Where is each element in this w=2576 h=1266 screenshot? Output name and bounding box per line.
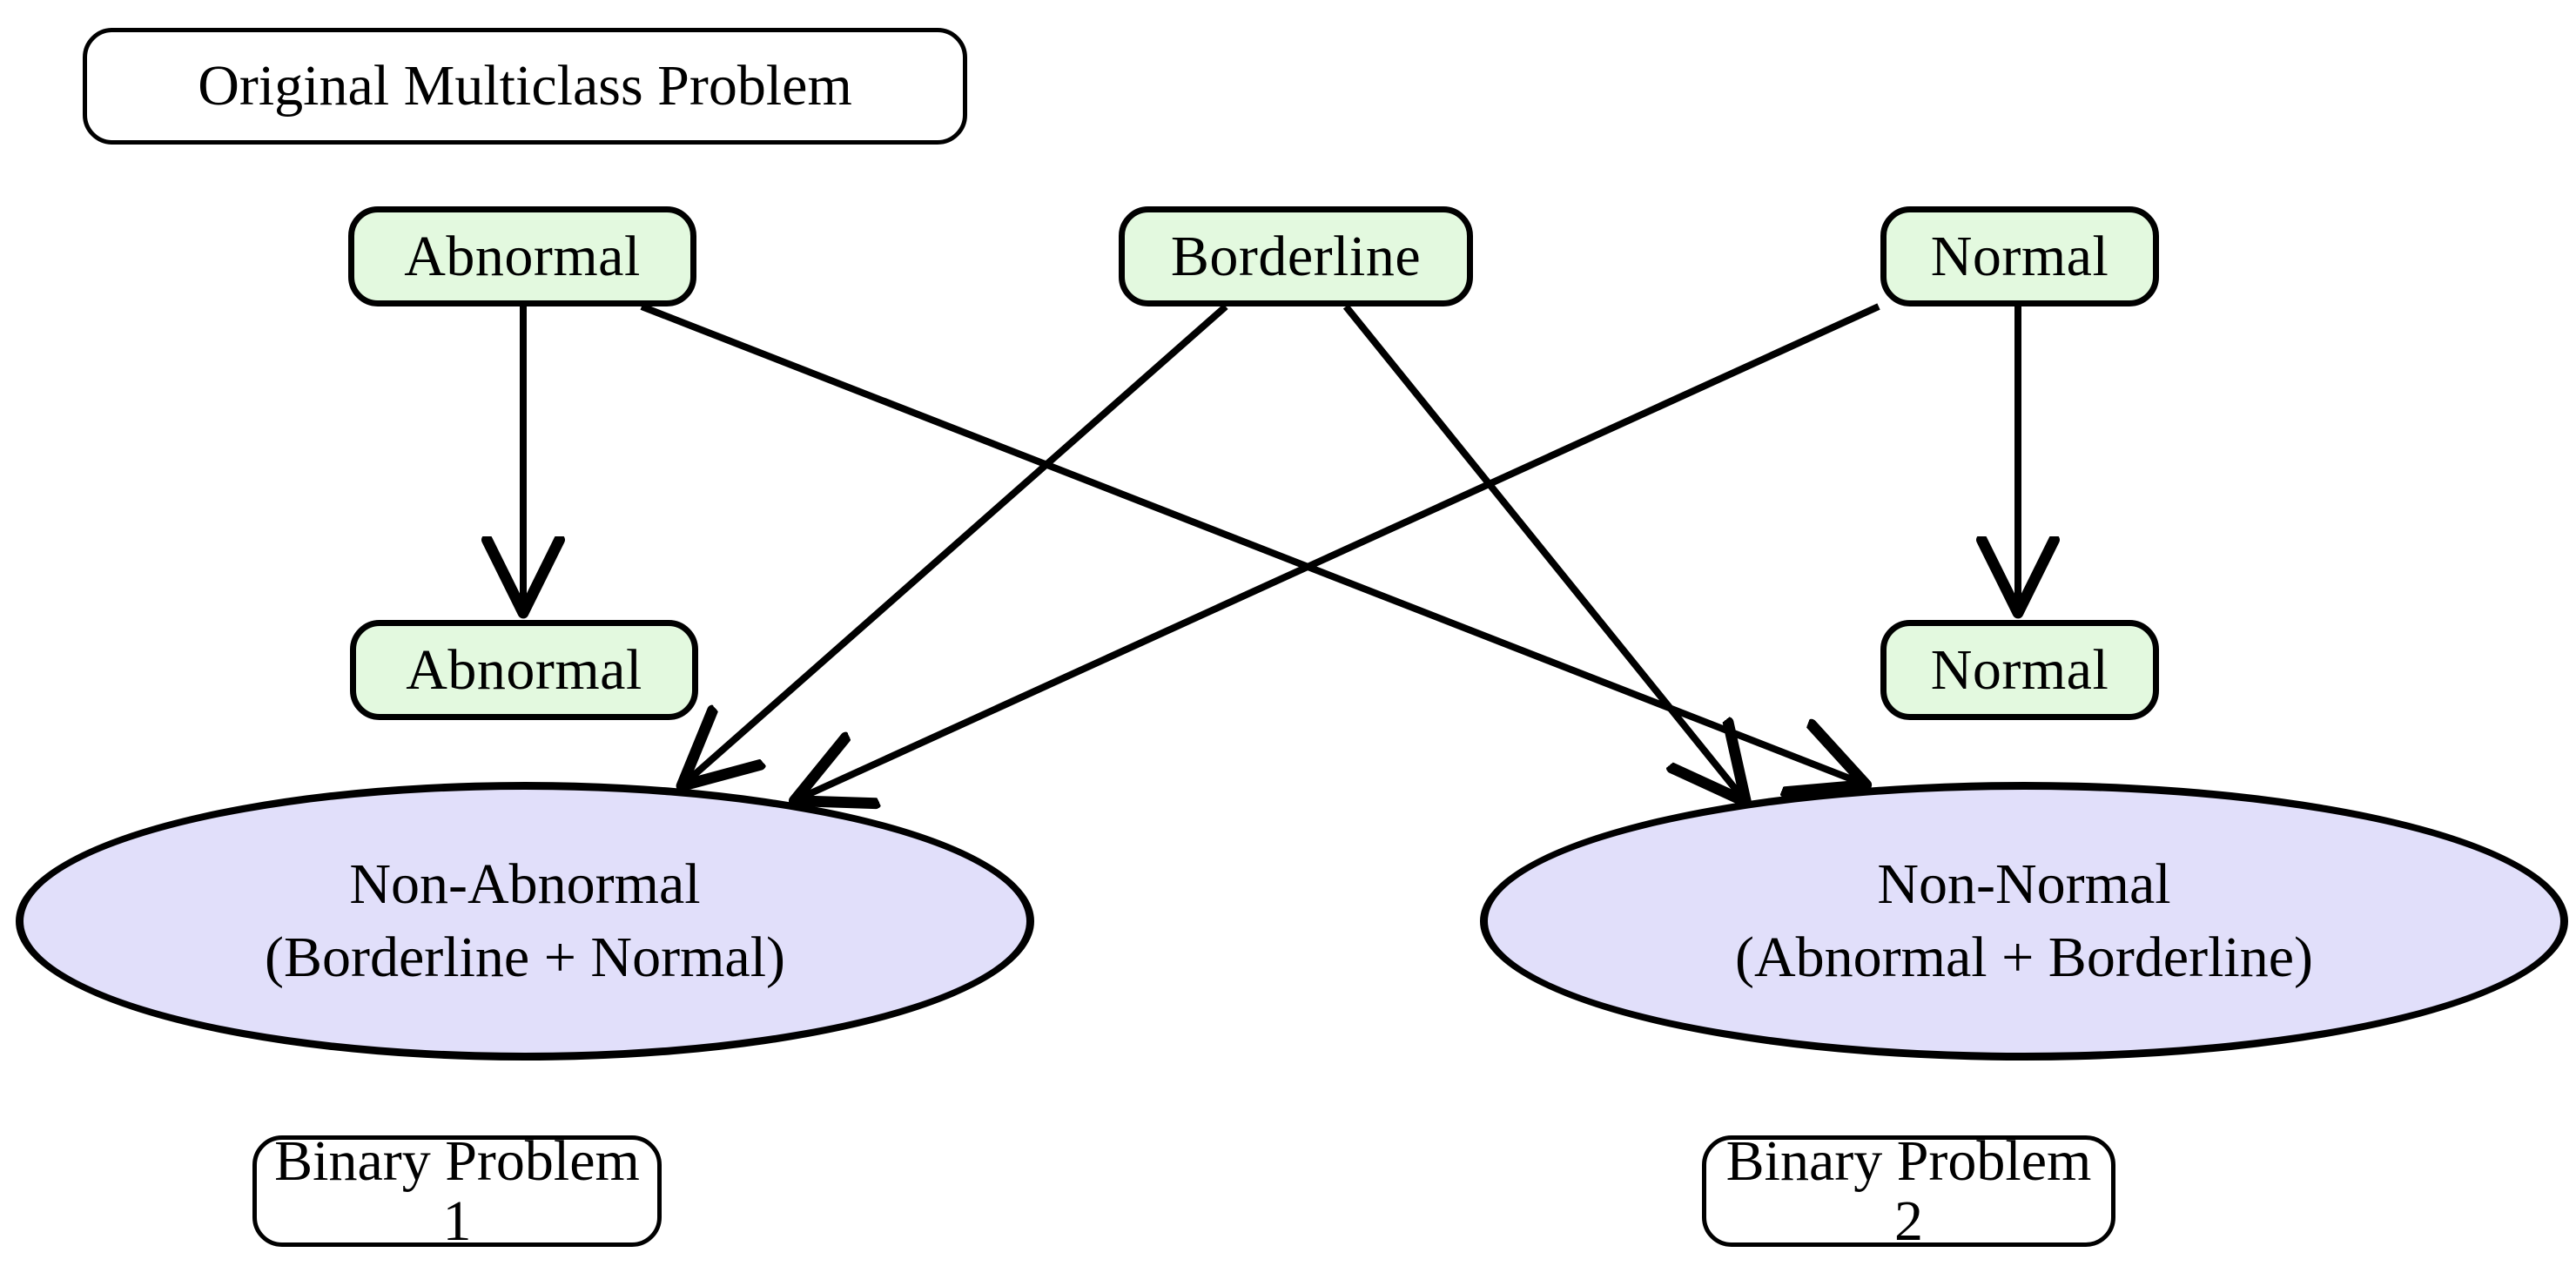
page-title: Original Multiclass Problem [198, 54, 852, 118]
binary-group-line2: (Borderline + Normal) [264, 926, 786, 989]
binary-group-non-normal[interactable]: Non-Normal (Abnormal + Borderline) [1480, 782, 2568, 1061]
class-node-borderline-top[interactable]: Borderline [1119, 206, 1473, 306]
edge-abnormal-to-non-normal [640, 303, 1863, 784]
binary-group-line2: (Abnormal + Borderline) [1734, 926, 2314, 989]
class-node-abnormal-mid[interactable]: Abnormal [350, 620, 698, 720]
caption-binary-problem-2: Binary Problem 2 [1702, 1131, 2115, 1251]
caption-label: Binary Problem 1 [274, 1128, 640, 1253]
class-node-label: Abnormal [404, 224, 641, 288]
edge-borderline-to-non-normal [1342, 304, 1744, 799]
class-node-abnormal-top[interactable]: Abnormal [348, 206, 696, 306]
class-node-label: Borderline [1170, 224, 1422, 288]
binary-group-non-abnormal[interactable]: Non-Abnormal (Borderline + Normal) [16, 782, 1034, 1061]
class-node-label: Normal [1930, 637, 2109, 702]
edge-borderline-to-non-abnormal [684, 303, 1228, 784]
class-node-label: Normal [1930, 224, 2109, 288]
edge-normal-to-non-abnormal [797, 303, 1880, 799]
class-node-label: Abnormal [406, 637, 642, 702]
title-box: Original Multiclass Problem [83, 28, 967, 145]
binary-group-line1: Non-Abnormal [349, 852, 701, 916]
class-node-normal-mid[interactable]: Normal [1880, 620, 2159, 720]
binary-group-line1: Non-Normal [1877, 852, 2171, 916]
caption-binary-problem-1: Binary Problem 1 [252, 1131, 662, 1251]
class-node-normal-top[interactable]: Normal [1880, 206, 2159, 306]
caption-label: Binary Problem 2 [1725, 1128, 2092, 1253]
